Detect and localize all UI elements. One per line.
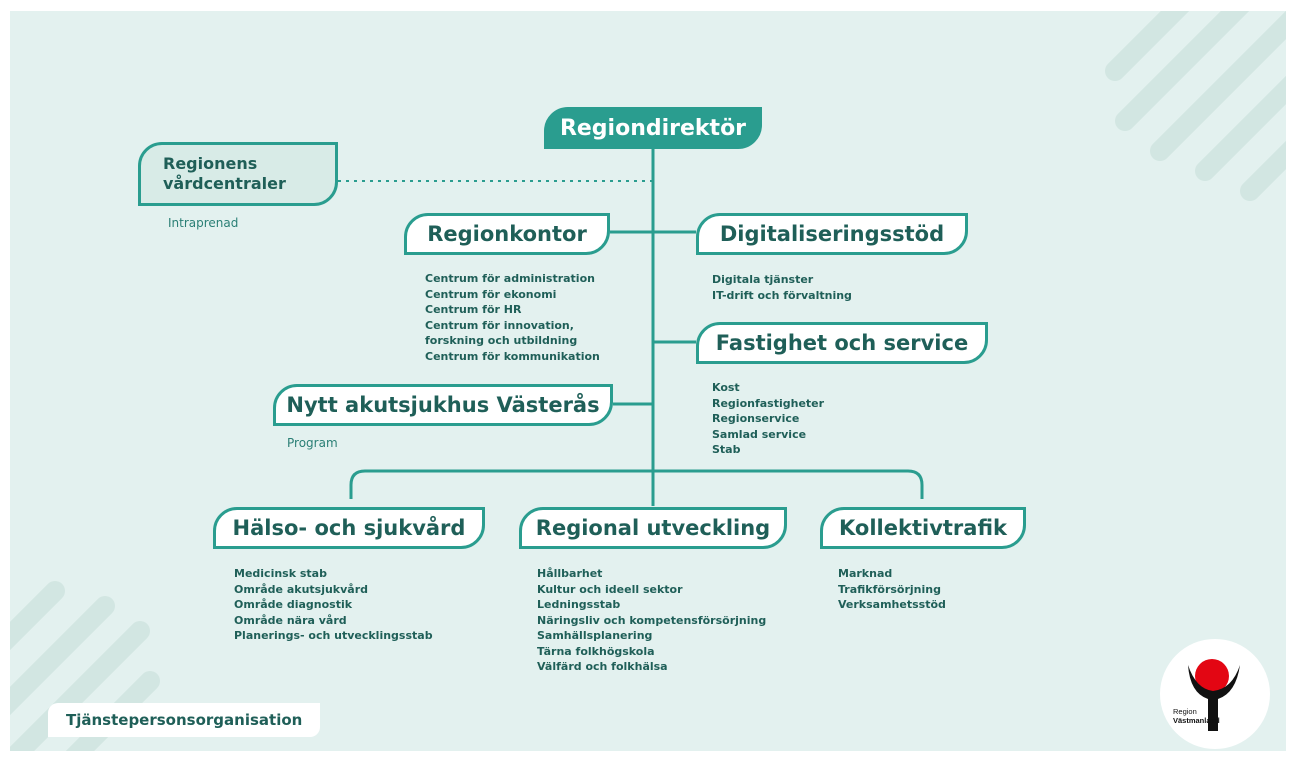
list-item: Trafikförsörjning <box>838 582 941 596</box>
footer-label: Tjänstepersonsorganisation <box>48 703 321 737</box>
region-vastmanland-logo: Region Västmanland <box>1160 639 1270 749</box>
list-item: Område diagnostik <box>234 598 353 611</box>
org-chart-canvas: Regiondirektör Regionens vårdcentraler I… <box>10 11 1286 751</box>
decorative-stripes <box>10 11 1286 751</box>
list-item: Planerings- och utvecklingsstab <box>234 629 433 642</box>
box-halso-och-sjukvard-label: Hälso- och sjukvård <box>232 516 466 540</box>
box-regionens-vardcentraler-label: Regionens vårdcentraler <box>163 154 286 193</box>
box-regional-utveckling: Regional utveckling <box>519 507 787 549</box>
list-regionkontor: Centrum för administration Centrum för e… <box>425 271 600 364</box>
list-item: Centrum för ekonomi <box>425 287 557 301</box>
list-item: Tärna folkhögskola <box>537 644 655 658</box>
list-item: IT-drift och förvaltning <box>712 288 852 302</box>
list-item: Samlad service <box>712 427 807 441</box>
list-item: Kost <box>712 381 740 394</box>
list-regional-utveckling: Hållbarhet Kultur och ideell sektor Ledn… <box>537 566 766 675</box>
logo-text-region: Region <box>1173 707 1197 716</box>
list-item: Medicinsk stab <box>234 567 327 580</box>
box-regionkontor: Regionkontor <box>404 213 610 255</box>
box-regionkontor-label: Regionkontor <box>427 222 587 246</box>
list-item: Samhällsplanering <box>537 629 653 642</box>
list-item: Regionservice <box>712 412 800 425</box>
list-halso-och-sjukvard: Medicinsk stab Område akutsjukvård Områd… <box>234 566 433 644</box>
list-item: Område nära vård <box>234 613 347 627</box>
list-item: Verksamhetsstöd <box>838 598 946 611</box>
list-item: Centrum för administration <box>425 272 595 285</box>
note-program: Program <box>287 436 338 450</box>
box-fastighet-och-service-label: Fastighet och service <box>715 331 969 355</box>
list-item: Område akutsjukvård <box>234 582 369 596</box>
list-item: Hållbarhet <box>537 567 603 580</box>
box-digitaliseringsstod-label: Digitaliseringsstöd <box>719 222 945 246</box>
box-regionens-vardcentraler: Regionens vårdcentraler <box>138 142 338 206</box>
connector-lines <box>338 141 924 506</box>
list-item: Stab <box>712 443 741 456</box>
list-kollektivtrafik: Marknad Trafikförsörjning Verksamhetsstö… <box>838 566 946 613</box>
box-kollektivtrafik-label: Kollektivtrafik <box>839 516 1007 540</box>
logo-text-vastmanland: Västmanland <box>1173 716 1220 725</box>
box-fastighet-och-service: Fastighet och service <box>696 322 988 364</box>
list-item: forskning och utbildning <box>425 334 578 347</box>
list-digitaliseringsstod: Digitala tjänster IT-drift och förvaltni… <box>712 272 852 303</box>
list-item: Centrum för kommunikation <box>425 349 600 363</box>
box-regiondirektor: Regiondirektör <box>544 107 762 149</box>
list-item: Marknad <box>838 567 893 580</box>
logo-symbol-icon <box>1188 659 1240 731</box>
list-item: Regionfastigheter <box>712 396 825 410</box>
list-item: Kultur och ideell sektor <box>537 582 683 596</box>
box-nytt-akutsjukhus: Nytt akutsjukhus Västerås <box>273 384 613 426</box>
note-intraprenad: Intraprenad <box>168 216 239 230</box>
list-item: Ledningsstab <box>537 598 621 611</box>
list-item: Digitala tjänster <box>712 273 814 286</box>
list-fastighet-och-service: Kost Regionfastigheter Regionservice Sam… <box>712 380 824 458</box>
box-nytt-akutsjukhus-label: Nytt akutsjukhus Västerås <box>286 393 600 417</box>
box-regional-utveckling-label: Regional utveckling <box>535 516 771 540</box>
box-halso-och-sjukvard: Hälso- och sjukvård <box>213 507 485 549</box>
list-item: Centrum för innovation, <box>425 318 574 332</box>
list-item: Välfärd och folkhälsa <box>537 660 668 673</box>
box-regiondirektor-label: Regiondirektör <box>559 115 747 141</box>
list-item: Näringsliv och kompetensförsörjning <box>537 613 767 627</box>
box-kollektivtrafik: Kollektivtrafik <box>820 507 1026 549</box>
list-item: Centrum för HR <box>425 303 522 316</box>
box-digitaliseringsstod: Digitaliseringsstöd <box>696 213 968 255</box>
